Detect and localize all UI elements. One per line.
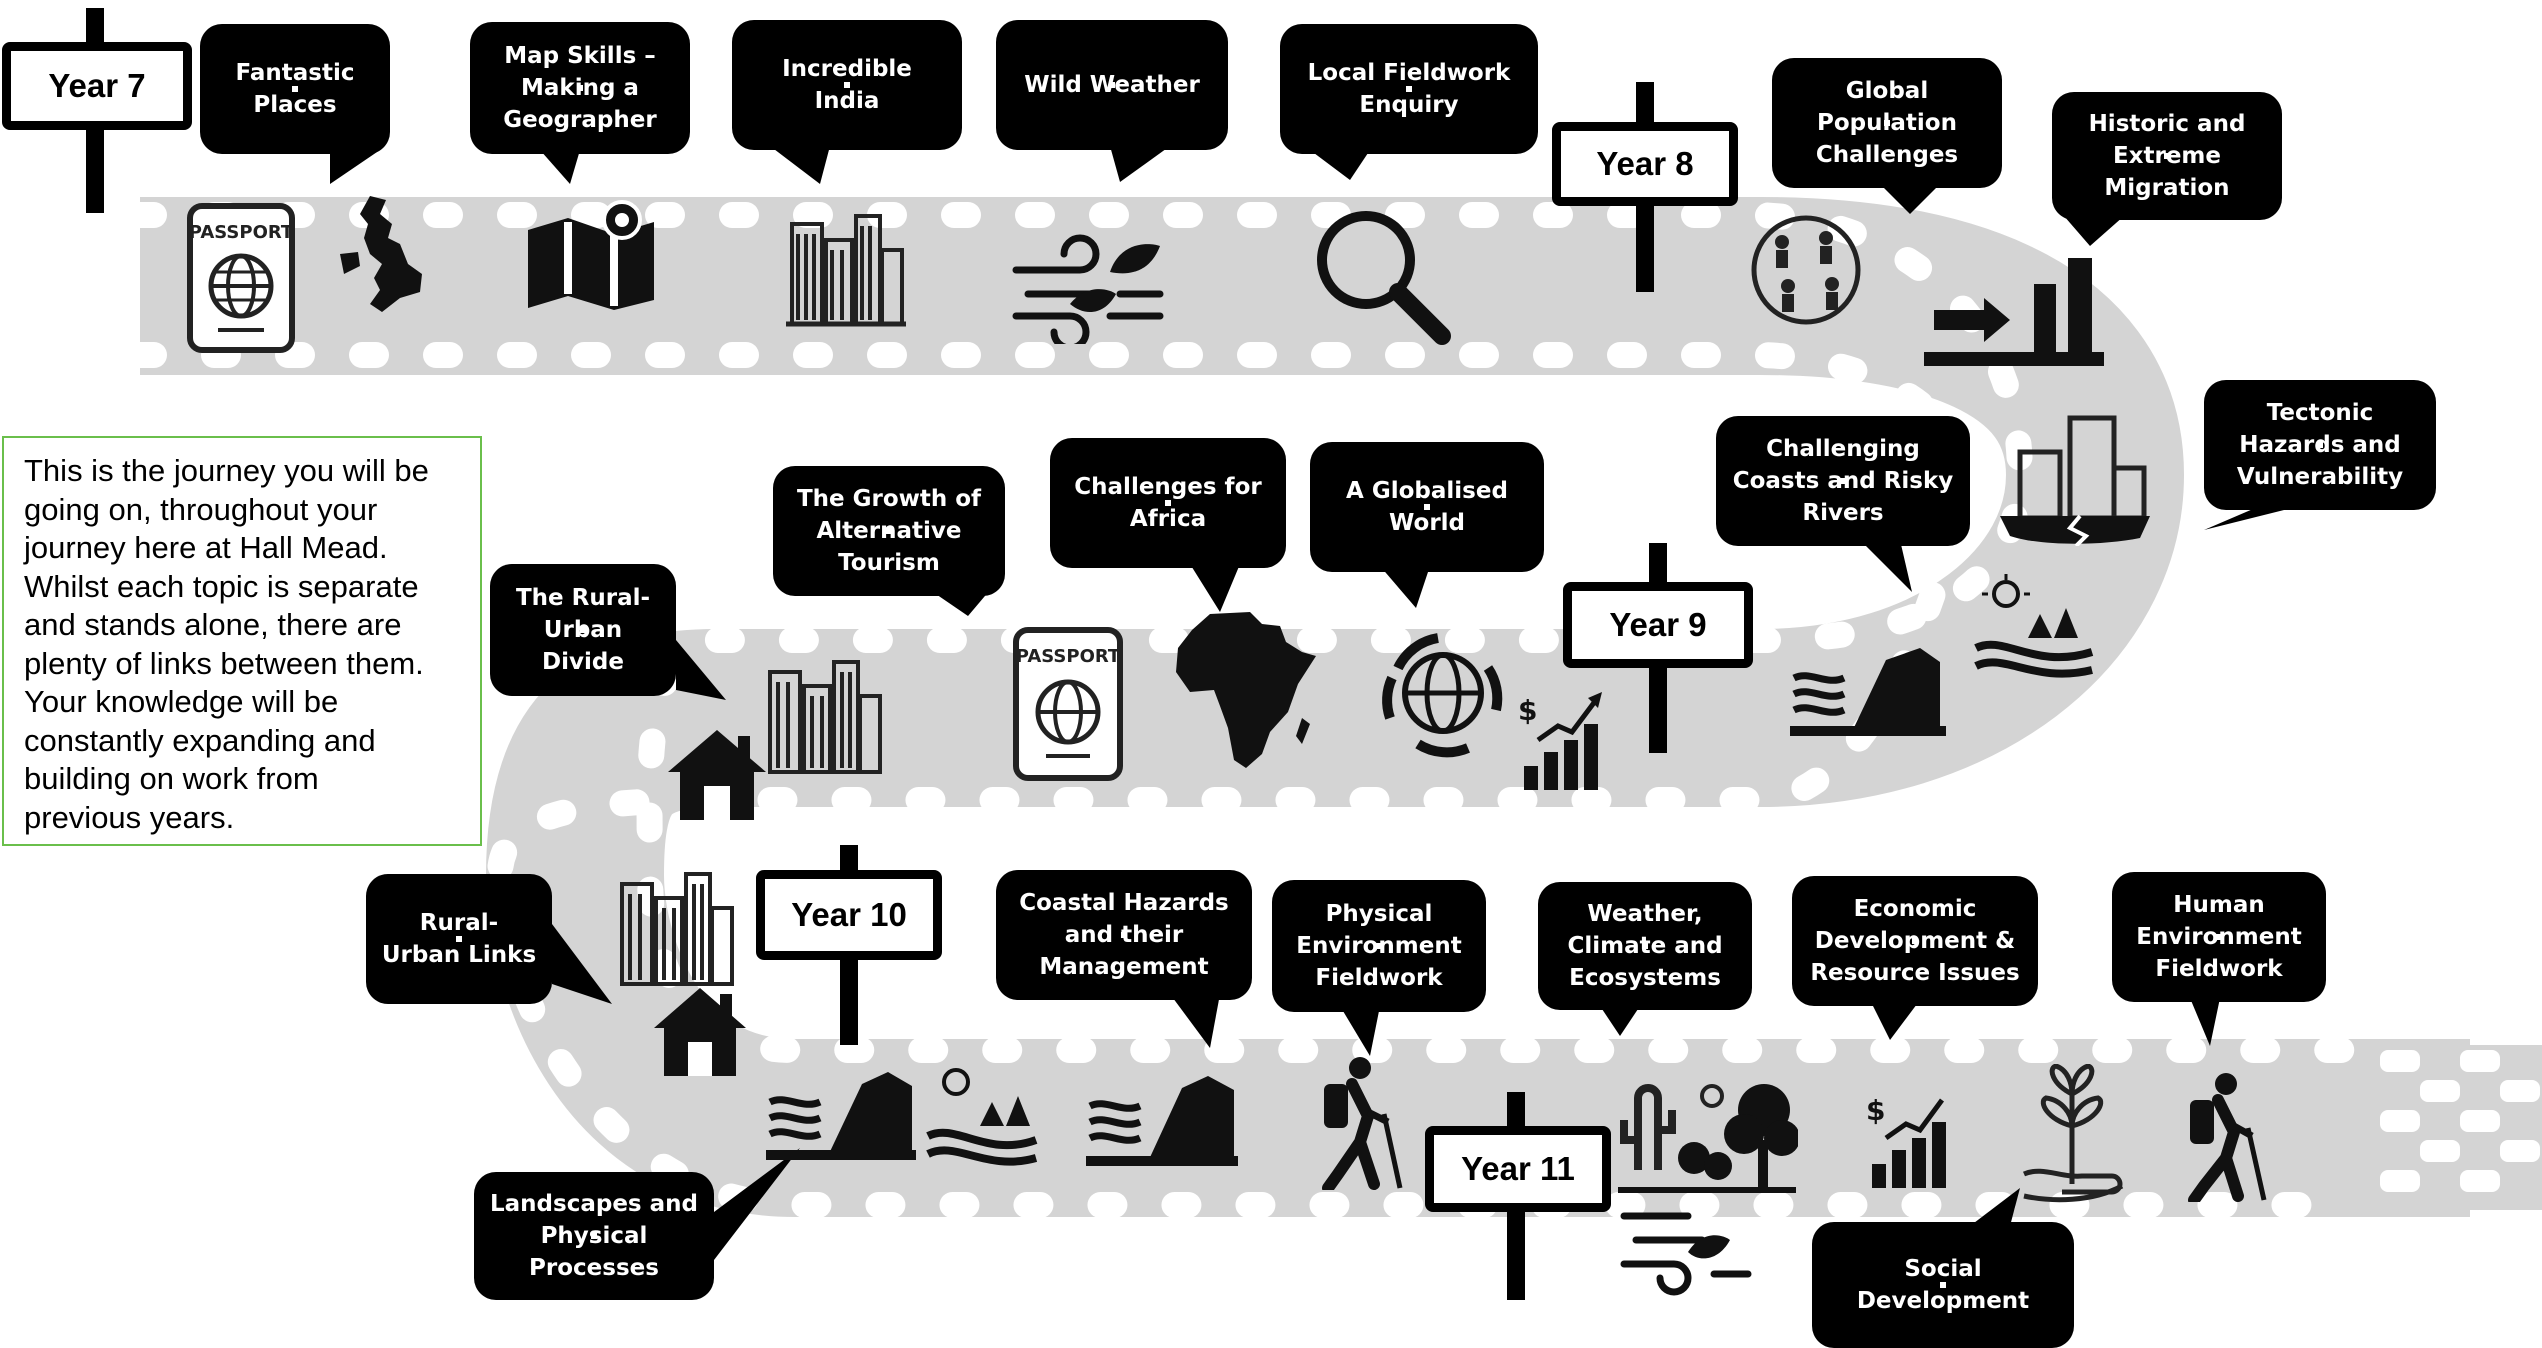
topic-bubble-local-fieldwork: Local Fieldwork Enquiry <box>1280 24 1538 154</box>
topic-bubble-incredible-india: Incredible India <box>732 20 962 150</box>
coastal-cliff-icon <box>1086 1076 1238 1166</box>
year-7-sign: Year 7 <box>2 42 192 130</box>
migration-icon <box>1924 258 2104 366</box>
city-buildings-icon <box>786 214 906 327</box>
topic-bubble-alternative-tourism: The Growth of Alternative Tourism <box>773 466 1005 596</box>
topic-bubble-fantastic-places: Fantastic Places <box>200 24 390 154</box>
city-buildings-icon <box>620 872 734 986</box>
topic-bubble-social-development: Social Development <box>1812 1222 2074 1348</box>
topic-bubble-tectonic-hazards: Tectonic Hazards and Vulnerability <box>2204 380 2436 510</box>
topic-bubble-weather-climate: Weather, Climate and Ecosystems <box>1538 882 1752 1010</box>
currency-symbol: $ <box>1518 694 1537 727</box>
topic-bubble-wild-weather: Wild Weather <box>996 20 1228 150</box>
year-10-sign: Year 10 <box>756 870 942 960</box>
hiker-icon <box>1322 1057 1403 1190</box>
year-9-sign: Year 9 <box>1563 582 1753 668</box>
intro-line: Your knowledge will be <box>24 684 339 719</box>
intro-line: journey here at Hall Mead. <box>24 530 388 565</box>
topic-bubble-challenges-africa: Challenges for Africa <box>1050 438 1286 568</box>
passport-label: PASSPORT <box>1016 646 1121 667</box>
intro-text-box: This is the journey you will be going on… <box>2 436 482 846</box>
house-icon <box>668 730 766 820</box>
intro-line: plenty of links between them. <box>24 645 424 681</box>
topic-bubble-human-fieldwork: Human Environment Fieldwork <box>2112 872 2326 1002</box>
year-11-sign: Year 11 <box>1425 1126 1611 1212</box>
sun-trees-river-icon <box>1974 574 2094 678</box>
topic-bubble-rural-urban-divide: The Rural- Urban Divide <box>490 564 676 696</box>
topic-bubble-coastal-hazards: Coastal Hazards and their Management <box>996 870 1252 1000</box>
intro-line: constantly expanding and <box>24 722 376 758</box>
topic-bubble-economic-development: Economic Development & Resource Issues <box>1792 876 2038 1006</box>
intro-line: going on, throughout your <box>24 491 378 527</box>
passport-icon: PASSPORT <box>187 203 295 353</box>
passport-label: PASSPORT <box>189 222 294 243</box>
passport-icon: PASSPORT <box>1013 627 1123 781</box>
uk-map-icon <box>340 196 422 312</box>
climate-ecosystem-icon <box>1618 1084 1798 1296</box>
topic-bubble-globalised-world: A Globalised World <box>1310 442 1544 572</box>
topic-bubble-historic-migration: Historic and Extreme Migration <box>2052 92 2282 220</box>
map-pin-icon <box>528 200 654 310</box>
intro-line: and stands alone, there are <box>24 607 402 642</box>
intro-line: This is the journey you will be <box>24 453 429 488</box>
sun-trees-river-icon <box>926 1068 1038 1166</box>
intro-line: building on work from <box>24 761 319 796</box>
growth-chart-icon: $ <box>1866 1094 1946 1188</box>
growth-chart-icon: $ <box>1518 692 1602 790</box>
globalised-world-icon <box>1382 633 1503 758</box>
topic-bubble-landscapes: Landscapes and Physical Processes <box>474 1172 714 1300</box>
coastal-cliff-icon <box>1790 648 1946 736</box>
intro-line: Whilst each topic is separate <box>24 568 419 604</box>
population-globe-icon <box>1751 215 1861 325</box>
africa-map-icon <box>1176 612 1316 768</box>
currency-symbol: $ <box>1866 1094 1885 1127</box>
house-icon <box>654 988 746 1076</box>
topic-bubble-physical-fieldwork: Physical Environment Fieldwork <box>1272 880 1486 1012</box>
coastal-cliff-icon <box>766 1072 916 1160</box>
wind-leaf-icon <box>1012 234 1164 344</box>
earthquake-icon <box>2000 415 2150 546</box>
hiker-icon <box>2188 1073 2267 1202</box>
intro-line: previous years. <box>24 799 235 835</box>
topic-bubble-global-population: Global Population Challenges <box>1772 58 2002 188</box>
topic-bubble-rural-urban-links: Rural- Urban Links <box>366 874 552 1004</box>
city-buildings-icon <box>768 660 882 774</box>
year-8-sign: Year 8 <box>1552 122 1738 206</box>
topic-bubble-map-skills: Map Skills – Making a Geographer <box>470 22 690 154</box>
topic-bubble-coasts-rivers: Challenging Coasts and Risky Rivers <box>1716 416 1970 546</box>
plant-hand-icon <box>2022 1064 2124 1203</box>
magnifier-icon <box>1317 211 1451 345</box>
